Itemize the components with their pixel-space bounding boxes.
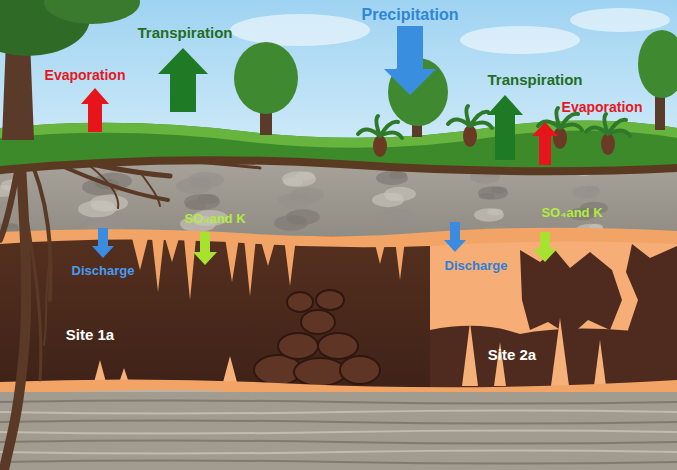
cycad-fronds bbox=[358, 116, 402, 138]
process-label: Discharge bbox=[72, 264, 135, 279]
tree-canopy bbox=[638, 30, 677, 98]
root bbox=[24, 200, 41, 380]
stratum-line bbox=[0, 461, 677, 464]
rock-patch bbox=[99, 217, 123, 228]
rock-patch bbox=[389, 171, 407, 179]
stalactite bbox=[184, 238, 196, 300]
rock-patch bbox=[295, 172, 315, 181]
root bbox=[44, 260, 50, 345]
speleothems bbox=[93, 238, 606, 386]
process-label: Transpiration bbox=[487, 71, 582, 88]
rock-patch bbox=[474, 208, 504, 222]
nutrient-arrow bbox=[533, 232, 557, 262]
cycad-fronds bbox=[448, 106, 492, 128]
stratum-line bbox=[0, 421, 677, 424]
cycad-trunk bbox=[601, 133, 615, 155]
rock-patch bbox=[491, 186, 507, 193]
tree-canopy bbox=[44, 0, 140, 24]
discharge-arrow bbox=[92, 228, 114, 258]
rock-patch bbox=[393, 209, 411, 217]
boulder bbox=[278, 333, 318, 359]
cloud bbox=[570, 8, 670, 32]
cycad bbox=[358, 116, 402, 157]
tree-canopy bbox=[234, 42, 298, 114]
flux-arrows bbox=[81, 26, 558, 265]
bedrock-strata bbox=[0, 401, 677, 464]
precipitation-arrow bbox=[384, 26, 436, 95]
stalagmite bbox=[594, 340, 606, 386]
rock-patch bbox=[380, 209, 412, 223]
process-label: Evaporation bbox=[562, 99, 643, 115]
rock-patch bbox=[376, 171, 408, 185]
process-label: Precipitation bbox=[362, 6, 459, 24]
cycad-trunk bbox=[373, 135, 387, 157]
rock-patch bbox=[487, 208, 503, 215]
trees bbox=[0, 0, 677, 140]
cycad bbox=[448, 106, 492, 147]
stratum-line bbox=[0, 411, 677, 414]
cave-chamber-light bbox=[430, 238, 677, 388]
dark-formation bbox=[520, 250, 622, 336]
boulder bbox=[318, 333, 358, 359]
cycad-trunk bbox=[553, 127, 567, 149]
boulder bbox=[340, 356, 380, 384]
tree-roots bbox=[0, 140, 260, 470]
root bbox=[90, 166, 118, 208]
sky bbox=[0, 0, 677, 175]
rock-patch bbox=[188, 172, 224, 188]
stalactite bbox=[152, 238, 164, 292]
stratum-line bbox=[0, 441, 677, 444]
stratum-line bbox=[0, 401, 677, 404]
process-label: Discharge bbox=[445, 259, 508, 274]
rock-patch bbox=[197, 194, 219, 204]
process-label: Evaporation bbox=[45, 67, 126, 83]
evaporation-arrow bbox=[532, 122, 558, 165]
rock-patch bbox=[384, 187, 416, 201]
stalactite bbox=[165, 238, 179, 262]
rock-patch bbox=[478, 186, 508, 200]
rock-patch bbox=[572, 186, 600, 199]
cycad-trunk bbox=[463, 125, 477, 147]
stalactite bbox=[225, 238, 239, 282]
boulder-pile bbox=[254, 290, 380, 386]
chamber-dark-formations bbox=[430, 244, 677, 388]
nutrient-label: SO₄and K bbox=[184, 212, 245, 227]
process-label: Transpiration bbox=[137, 24, 232, 41]
cloud bbox=[460, 26, 580, 54]
cycad-fronds bbox=[586, 114, 630, 136]
stalagmite bbox=[462, 322, 478, 386]
rock-patch bbox=[290, 187, 324, 202]
evaporation-arrow bbox=[81, 88, 109, 132]
transpiration-arrow bbox=[487, 95, 523, 160]
site-label: Site 1a bbox=[66, 326, 114, 343]
soil-rim bbox=[0, 156, 677, 175]
rock-patch bbox=[286, 209, 320, 224]
transpiration-arrow bbox=[158, 48, 208, 112]
nutrient-arrow bbox=[193, 232, 217, 265]
site-label: Site 2a bbox=[488, 346, 536, 363]
boulder bbox=[301, 310, 335, 334]
cloud bbox=[230, 14, 370, 46]
bedrock bbox=[0, 392, 677, 470]
stratum-line bbox=[0, 451, 677, 454]
cycad bbox=[586, 114, 630, 155]
boulder bbox=[294, 358, 346, 386]
cave-interior bbox=[0, 236, 677, 388]
rock-patch bbox=[585, 186, 599, 192]
root bbox=[140, 172, 160, 206]
rock-patch bbox=[282, 171, 316, 186]
stalactite bbox=[244, 238, 256, 296]
discharge-arrow bbox=[444, 222, 466, 252]
stratum-line bbox=[0, 431, 677, 434]
rock-patch bbox=[184, 194, 220, 210]
boulder bbox=[287, 292, 313, 312]
stalagmite bbox=[551, 318, 569, 386]
nutrient-label: SO₄and K bbox=[541, 206, 602, 221]
boulder bbox=[316, 290, 344, 310]
rock-patch bbox=[90, 194, 128, 211]
